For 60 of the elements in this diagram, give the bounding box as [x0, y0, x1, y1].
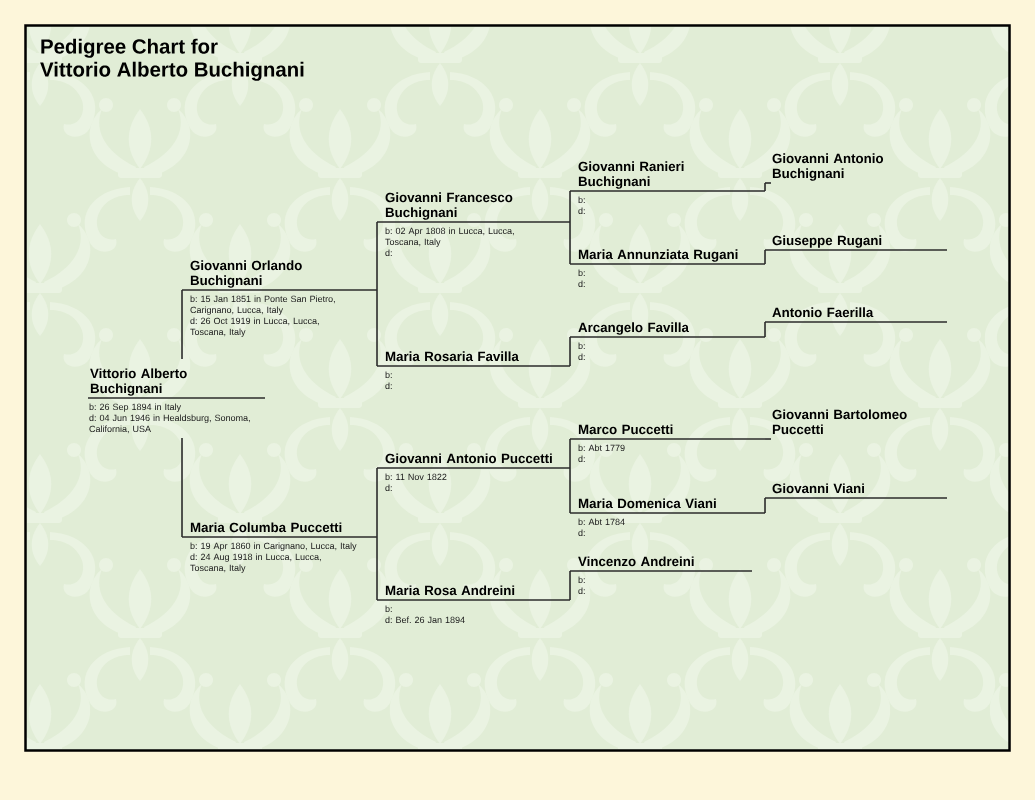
person-name: Giovanni Francesco Buchignani	[385, 192, 513, 220]
death-details: d:	[578, 455, 585, 463]
connector-line	[764, 321, 766, 338]
death-details: d:	[578, 587, 585, 595]
death-details: d: 04 Jun 1946 in Healdsburg, Sonoma, California, USA	[89, 414, 250, 434]
death-details: d:	[578, 280, 585, 288]
connector-line	[376, 221, 378, 291]
death-details: d:	[385, 249, 392, 257]
birth-details: b:	[578, 196, 585, 204]
birth-details: b: Abt 1779	[578, 444, 625, 452]
connector-line	[569, 467, 571, 514]
birth-details: b: 26 Sep 1894 in Italy	[89, 403, 182, 412]
death-details: d: 26 Oct 1919 in Lucca, Lucca, Toscana, Italy	[190, 317, 319, 337]
person-name: Giuseppe Rugani	[772, 235, 882, 248]
death-details: d:	[385, 484, 392, 492]
connector-line	[569, 570, 571, 601]
birth-details: b:	[578, 576, 585, 584]
connector-line	[764, 438, 772, 440]
death-details: d: Bef. 26 Jan 1894	[385, 616, 465, 624]
person-name: Maria Rosaria Favilla	[385, 351, 519, 362]
birth-details: b: 19 Apr 1860 in Carignano, Lucca, Italy	[190, 542, 357, 551]
birth-details: b:	[385, 605, 392, 613]
person-name: Giovanni Viani	[772, 483, 864, 494]
person-name: Arcangelo Favilla	[578, 322, 689, 335]
person-name: Giovanni Orlando Buchignani	[190, 260, 302, 288]
connector-line	[376, 289, 378, 367]
death-details: d:	[578, 529, 585, 537]
birth-details: b:	[578, 342, 585, 350]
person-name: Giovanni Ranieri Buchignani	[578, 161, 684, 189]
connector-line	[764, 497, 766, 514]
birth-details: b: Abt 1784	[578, 518, 625, 526]
person-name: Vittorio Alberto Buchignani	[90, 368, 187, 396]
connector-line	[181, 289, 183, 360]
death-details: d:	[578, 353, 585, 361]
person-name: Giovanni Antonio Buchignani	[772, 153, 884, 181]
connector-line	[569, 190, 571, 223]
death-details: d: 24 Aug 1918 in Lucca, Lucca, Toscana, Italy	[190, 553, 321, 573]
connector-line	[569, 438, 571, 469]
connector-line	[376, 536, 378, 601]
person-name: Giovanni Bartolomeo Puccetti	[772, 409, 907, 435]
connector-line	[181, 437, 183, 538]
death-details: d:	[385, 382, 392, 390]
connector-line	[764, 182, 766, 192]
person-name: Maria Domenica Viani	[578, 498, 716, 509]
chart-title: Pedigree Chart for Vittorio Alberto Buchignani	[40, 38, 304, 81]
connector-line	[569, 336, 571, 367]
birth-details: b: 11 Nov 1822	[385, 473, 447, 481]
person-name: Antonio Faerilla	[772, 307, 874, 318]
person-name: Maria Columba Puccetti	[190, 522, 342, 533]
person-name: Marco Puccetti	[578, 424, 673, 435]
person-name: Maria Rosa Andreini	[385, 585, 515, 596]
birth-details: b:	[385, 371, 392, 379]
connector-line	[764, 249, 766, 265]
person-name: Giovanni Antonio Puccetti	[385, 453, 552, 464]
person-name: Vincenzo Andreini	[578, 556, 694, 567]
death-details: d:	[578, 207, 585, 215]
birth-details: b:	[578, 269, 585, 277]
connector-line	[376, 467, 378, 538]
person-name: Maria Annunziata Rugani	[578, 249, 738, 262]
connector-line	[569, 221, 571, 265]
